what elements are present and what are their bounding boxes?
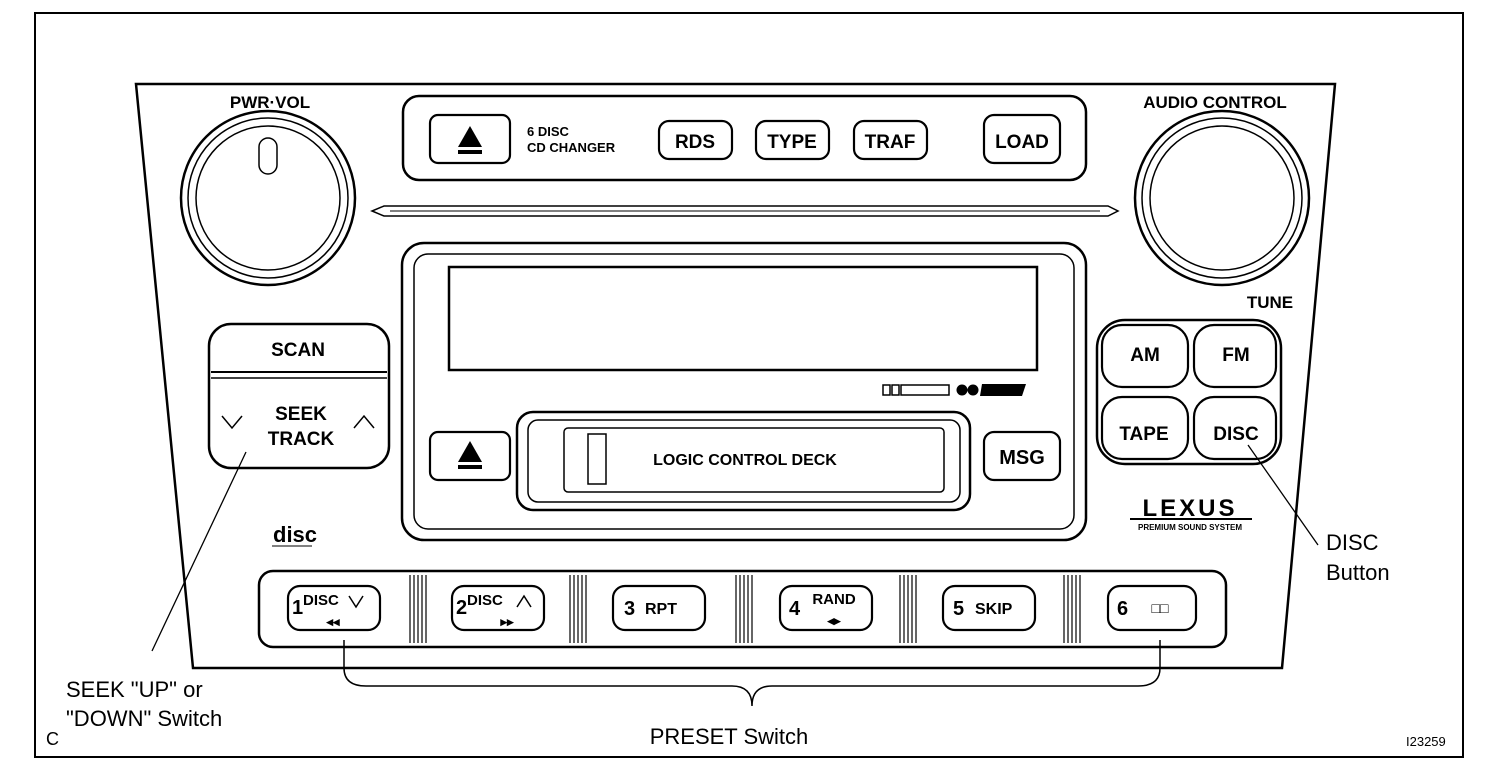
disc-up-icon — [516, 594, 532, 608]
preset-callout-label: PRESET Switch — [650, 724, 809, 749]
cd-changer-bezel — [401, 94, 1088, 182]
display-window — [447, 265, 1039, 372]
preset-6-number: 6 — [1117, 598, 1128, 620]
disc-callout-line1: DISC — [1326, 530, 1379, 555]
cassette-door-inner — [527, 419, 961, 503]
preset-4-label: RAND — [812, 591, 855, 608]
traf-button[interactable] — [852, 119, 929, 161]
rds-logo — [956, 384, 1026, 396]
preset-3-number: 3 — [624, 598, 635, 620]
seek-up-icon[interactable] — [353, 414, 375, 429]
deck-label: LOGIC CONTROL DECK — [653, 452, 837, 469]
pwr-vol-knob[interactable] — [179, 109, 357, 287]
preset-5-label: SKIP — [975, 601, 1013, 618]
figure-id: I23259 — [1406, 734, 1446, 749]
tape-button[interactable] — [1100, 395, 1190, 461]
preset-2-number: 2 — [456, 597, 467, 619]
preset-4-symbol: ◂▸ — [826, 613, 842, 628]
head-unit-outline — [134, 82, 1337, 670]
load-button[interactable] — [982, 113, 1062, 165]
scan-label: SCAN — [271, 340, 325, 361]
corner-letter: C — [46, 729, 59, 749]
dolby-logo — [882, 384, 950, 396]
eject-icon — [458, 126, 482, 147]
compact-disc-logo-mark: disc — [273, 522, 317, 547]
preset-1-number: 1 — [292, 597, 303, 619]
preset-1-label: DISC — [303, 592, 339, 609]
compact-disc-logo: disc — [272, 522, 317, 547]
cd-slot — [370, 205, 1120, 217]
center-bezel-inner — [413, 253, 1075, 530]
seek-label: SEEK — [275, 404, 327, 425]
changer-label-line1: 6 DISC — [527, 124, 570, 139]
center-bezel — [400, 241, 1088, 542]
eject-icon — [458, 441, 482, 462]
seek-callout-line2: "DOWN" Switch — [66, 706, 222, 731]
am-button[interactable] — [1100, 323, 1190, 389]
fm-button[interactable] — [1192, 323, 1278, 389]
preset-2-symbol: ▸▸ — [499, 614, 515, 629]
preset-4-button[interactable] — [778, 584, 874, 632]
disc-down-icon — [348, 595, 364, 609]
msg-button[interactable] — [982, 430, 1062, 482]
msg-label: MSG — [999, 447, 1045, 469]
track-label: TRACK — [268, 429, 335, 450]
preset-brace — [343, 640, 1161, 707]
power-indicator-icon — [258, 137, 278, 175]
rds-label: RDS — [675, 132, 715, 153]
cassette-door[interactable] — [515, 410, 972, 512]
seek-callout-line1: SEEK "UP" or — [66, 677, 203, 702]
seek-down-icon[interactable] — [221, 415, 243, 430]
preset-1-button[interactable] — [286, 584, 382, 632]
load-label: LOAD — [995, 132, 1049, 153]
seek-callout-line — [151, 451, 247, 652]
source-buttons-bezel — [1095, 318, 1283, 466]
disc-label: DISC — [1213, 424, 1259, 445]
rds-button[interactable] — [657, 119, 734, 161]
lexus-logo: LEXUS — [1142, 495, 1237, 522]
traf-label: TRAF — [865, 132, 916, 153]
type-button[interactable] — [754, 119, 831, 161]
scan-seek-bezel — [207, 322, 391, 470]
tune-label: TUNE — [1247, 293, 1293, 312]
disc-button[interactable] — [1192, 395, 1278, 461]
figure-frame — [34, 12, 1464, 758]
tape-label: TAPE — [1119, 424, 1168, 445]
pwr-vol-label: PWR·VOL — [230, 93, 310, 112]
type-label: TYPE — [767, 132, 817, 153]
preset-3-button[interactable] — [611, 584, 707, 632]
preset-4-number: 4 — [789, 598, 801, 620]
eject-bar-icon — [458, 150, 482, 154]
disc-callout-line2: Button — [1326, 560, 1390, 585]
preset-2-button[interactable] — [450, 584, 546, 632]
disc-callout-line — [1247, 444, 1319, 546]
fm-label: FM — [1222, 345, 1249, 366]
preset-strip — [257, 569, 1228, 649]
am-label: AM — [1130, 345, 1160, 366]
changer-label-line2: CD CHANGER — [527, 140, 616, 155]
cassette-indicator — [587, 433, 607, 485]
preset-separators — [409, 575, 1081, 643]
eject-bar-icon — [458, 465, 482, 469]
preset-6-button[interactable] — [1106, 584, 1198, 632]
lexus-sub: PREMIUM SOUND SYSTEM — [1138, 523, 1242, 532]
preset-2-label: DISC — [467, 592, 503, 609]
preset-3-label: RPT — [645, 601, 677, 618]
cassette-window — [563, 427, 945, 493]
preset-1-symbol: ◂◂ — [325, 614, 340, 629]
preset-6-symbol: □□ — [1152, 600, 1169, 616]
audio-control-knob[interactable] — [1133, 109, 1311, 287]
preset-5-number: 5 — [953, 598, 964, 620]
preset-5-button[interactable] — [941, 584, 1037, 632]
audio-control-label: AUDIO CONTROL — [1143, 93, 1287, 112]
